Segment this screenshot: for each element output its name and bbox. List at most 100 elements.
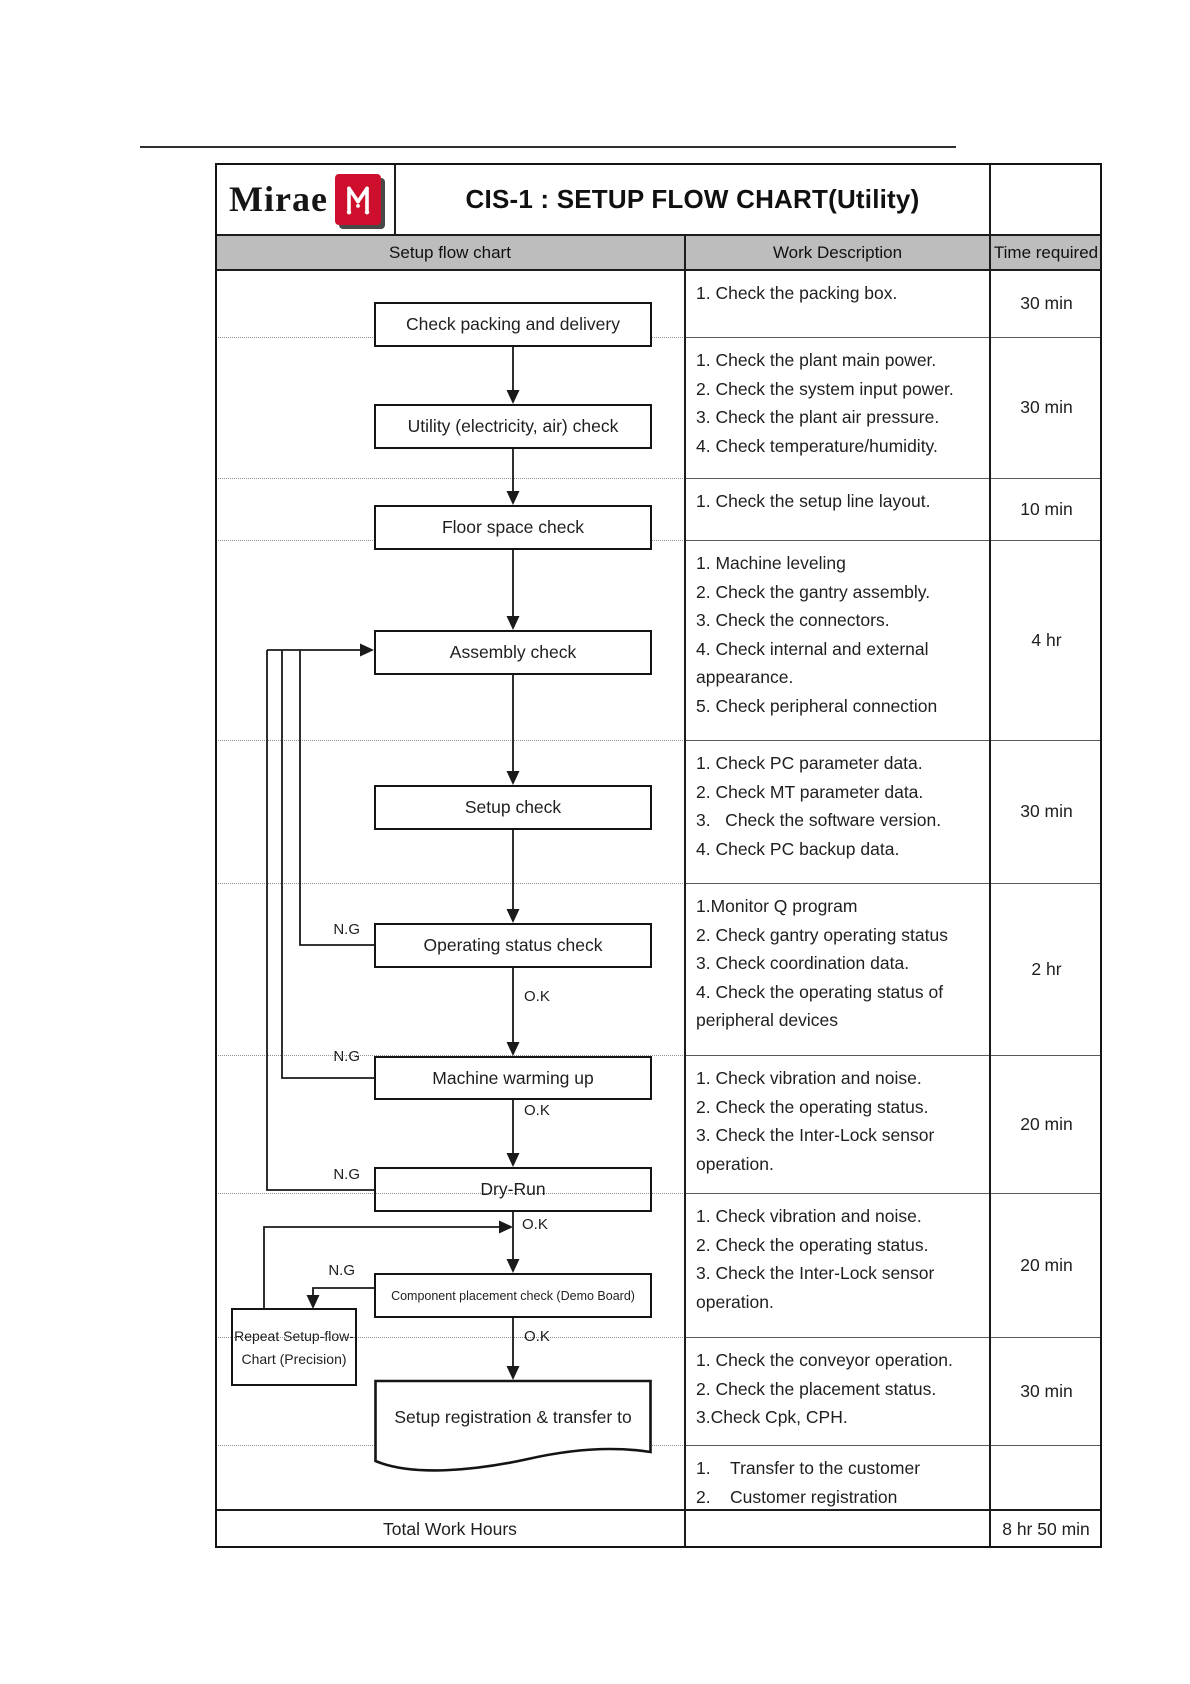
description-line: 3. Check the plant air pressure. [696,407,940,427]
description-line: 2. Check MT parameter data. [696,781,924,802]
work-description-cell: 1. Check the conveyor operation. 2. Check… [687,1337,988,1445]
description-line: 2. Check the operating status. [696,1096,929,1117]
ng-return-warming [281,650,374,1079]
box-floor-space-check: Floor space check [374,505,652,550]
time-required-cell: 20 min [1020,1113,1073,1134]
arrowhead-right [499,1220,513,1234]
row-separator [686,1055,1102,1056]
time-required-cell: 4 hr [1031,629,1062,650]
row-separator [218,478,685,479]
ok-label: O.K [524,988,550,1005]
row-separator [686,1193,1102,1194]
grid-line [215,234,1102,236]
row-separator [218,740,685,741]
time-required-cell: 30 min [1020,397,1073,417]
logo-cell: Mirae [215,163,395,235]
time-required-cell: 30 min [1020,293,1073,313]
arrowhead-down [506,909,520,923]
description-line: 1. Machine leveling [696,553,846,573]
description-line: 2. Check the gantry assembly. [696,581,931,602]
document-title: CIS-1 : SETUP FLOW CHART(Utility) [465,183,920,214]
description-line: 2. Check gantry operating status [696,924,948,945]
column-header-time: Time required [990,235,1102,270]
box-machine-warming-up: Machine warming up [374,1056,652,1100]
grid-line [394,163,396,235]
description-line: 3. Check the Inter-Lock sensor [696,1263,935,1283]
description-line: 2. Check the system input power. [696,378,954,399]
arrowhead-down [506,390,520,404]
ng-return-operating [299,650,374,946]
work-description-cell: 1. Check PC parameter data. 2. Check MT p… [687,740,988,883]
time-required-cell: 30 min [1020,1380,1073,1401]
row-separator [686,740,1102,741]
description-line: 3.Check Cpk, CPH. [696,1407,848,1427]
total-work-hours-value: 8 hr 50 min [1002,1518,1090,1539]
mirae-brand-text: Mirae [229,179,328,219]
row-separator [686,883,1102,884]
description-line: 4. Check PC backup data. [696,838,900,859]
description-line: 1. Check vibration and noise. [696,1068,922,1088]
description-line: 1. Check the plant main power. [696,350,937,370]
description-line: 1. Check the packing box. [696,283,898,303]
column-header-flow: Setup flow chart [215,235,685,270]
description-line: 4. Check internal and external [696,638,929,659]
ng-label: N.G [333,921,360,938]
arrowhead-down [506,1042,520,1056]
ng-label: N.G [328,1262,355,1279]
arrowhead-down [506,1153,520,1167]
description-line: 2. Check the placement status. [696,1378,937,1399]
ok-label: O.K [524,1328,550,1345]
description-line: operation. [696,1153,774,1174]
time-required-cell: 30 min [1020,801,1073,821]
ok-label: O.K [524,1102,550,1119]
work-description-cell: 1.Monitor Q program 2. Check gantry opera… [687,883,988,1055]
description-line: 3. Check the software version. [696,810,942,830]
arrowhead-down [506,1366,520,1380]
description-line: 4. Check the operating status of [696,981,944,1002]
time-required-cell: 10 min [1020,498,1073,519]
mirae-logo-icon [334,173,381,225]
description-line: 1. Check the conveyor operation. [696,1350,953,1370]
description-line: 3. Check coordination data. [696,953,910,973]
row-separator [686,1445,1102,1446]
arrowhead-right [360,643,374,657]
row-separator [686,1337,1102,1338]
description-line: 3. Check the connectors. [696,610,890,630]
total-work-hours-label: Total Work Hours [383,1518,517,1539]
ng-label: N.G [333,1048,360,1065]
repeat-setup-flow-chart-box: Repeat Setup-flow- Chart (Precision) [231,1308,357,1386]
row-separator [218,1337,685,1338]
box-setup-registration-transfer: Setup registration & transfer to [394,1407,632,1427]
document-shape [374,1379,652,1472]
arrowhead-down [506,616,520,630]
box-setup-check: Setup check [374,785,652,830]
repeat-return-line [263,1226,501,1309]
grid-line [989,163,991,1548]
work-description-cell: 1. Check vibration and noise. 2. Check th… [687,1055,988,1193]
row-separator [686,337,1102,338]
description-line: 1. Check PC parameter data. [696,753,923,773]
row-separator [218,1193,685,1194]
box-utility-check: Utility (electricity, air) check [374,404,652,449]
ng-label: N.G [333,1166,360,1183]
work-description-cell: 1. Check the setup line layout. [687,478,988,540]
description-line: 5. Check peripheral connection [696,695,938,716]
description-line: 1.Monitor Q program [696,896,858,916]
work-description-cell: 1. Machine leveling 2. Check the gantry a… [687,540,988,740]
description-line: operation. [696,1291,774,1312]
box-component-placement-check: Component placement check (Demo Board) [374,1273,652,1318]
grid-line [215,269,1102,271]
description-line: appearance. [696,667,794,687]
description-line: 2. Customer registration [696,1486,898,1507]
description-line: 4. Check temperature/humidity. [696,435,938,456]
ok-label: O.K [522,1216,548,1233]
description-line: 1. Check vibration and noise. [696,1206,922,1226]
row-separator [218,883,685,884]
box-assembly-check: Assembly check [374,630,652,675]
time-required-cell: 20 min [1020,1254,1073,1275]
time-required-cell: 2 hr [1031,958,1062,979]
description-line: 1. Check the setup line layout. [696,491,931,511]
grid-line [215,1509,1102,1511]
description-line: peripheral devices [696,1010,839,1030]
